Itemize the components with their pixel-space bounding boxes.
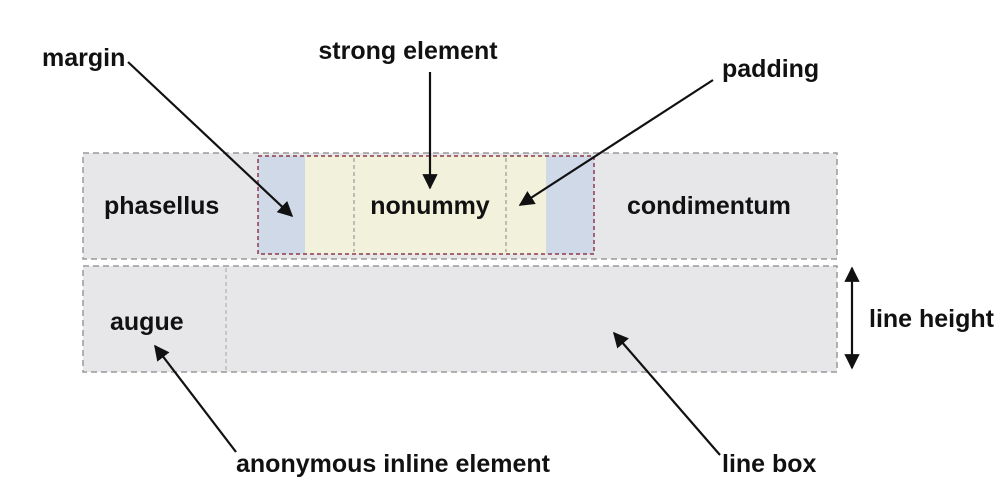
arrow-line-box [612,331,721,456]
word-phasellus: phasellus [104,192,219,220]
strong-margin-right [546,156,594,254]
label-strong-element: strong element [318,37,498,65]
word-nonummy: nonummy [370,192,490,220]
strong-element-border [257,155,595,255]
label-padding: padding [722,55,819,83]
line-box-2 [82,265,838,373]
label-line-box: line box [722,450,817,478]
arrow-padding [518,79,714,206]
arrow-anonymous-inline-element [154,344,237,453]
word-augue: augue [110,308,184,336]
label-line-height: line height [869,305,995,333]
label-margin: margin [42,44,125,72]
word-condimentum: condimentum [627,192,791,220]
label-anonymous-inline-element: anonymous inline element [236,450,551,478]
arrow-margin [127,61,294,218]
